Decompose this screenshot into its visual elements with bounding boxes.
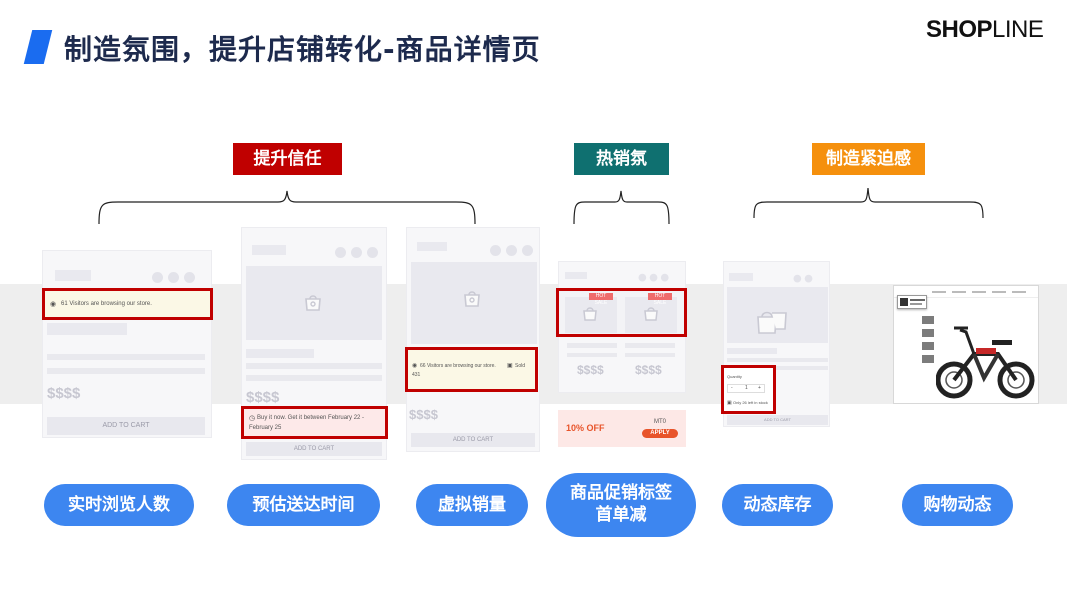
mockup-virtual-sales: $$$$ ADD TO CART — [406, 227, 540, 452]
thumbnail-column — [922, 316, 934, 368]
mock-line — [246, 375, 382, 381]
logo-part-line: LINE — [992, 16, 1044, 43]
electric-bike-image — [936, 326, 1035, 399]
mock-text-placeholder — [47, 323, 127, 335]
feature-dynamic-stock-button[interactable]: 动态库存 — [722, 484, 833, 526]
qty-plus-button[interactable]: + — [758, 385, 761, 391]
mock-line — [47, 354, 205, 360]
delivery-text-line2: February 25 — [249, 425, 282, 431]
visitors-text: 61 Visitors are browsing our store. — [61, 301, 152, 307]
mockup-shopping-activity — [893, 285, 1039, 404]
hot-sale-tag: HOT SALE — [589, 293, 613, 306]
mock-nav-links — [932, 291, 1032, 293]
qty-minus-button[interactable]: - — [731, 385, 733, 391]
mock-line — [727, 366, 828, 370]
eye-icon: ◉ — [50, 301, 57, 308]
brace-trust — [98, 190, 476, 225]
mock-price: $$$$ — [635, 363, 662, 377]
highlight-virtual-sales: ◉ 66 Visitors are browsing our store. ▣ … — [405, 347, 538, 392]
clock-icon: ◷ — [249, 415, 256, 422]
shopping-bag-icon — [644, 307, 658, 321]
category-urgency-label: 制造紧迫感 — [812, 143, 925, 175]
logo-part-shop: SHOP — [926, 16, 993, 43]
feature-promo-line2: 首单减 — [595, 505, 647, 525]
add-to-cart-button[interactable]: ADD TO CART — [411, 433, 535, 447]
mock-window-dots — [330, 243, 378, 262]
feature-virtual-sales-button[interactable]: 虚拟销量 — [416, 484, 528, 526]
highlight-dynamic-stock: Quantity - 1 + ▣ Only 26 left in stock — [721, 365, 776, 414]
mock-line — [567, 343, 617, 348]
mock-window-dots — [485, 241, 533, 260]
highlight-delivery: ◷ Buy it now. Get it between February 22… — [241, 406, 388, 439]
shopping-bag-icon — [757, 311, 787, 334]
promo-percent: 10% OFF — [566, 423, 605, 433]
add-to-cart-button[interactable]: ADD TO CART — [47, 417, 205, 435]
brace-hot — [573, 190, 670, 225]
mock-text-placeholder — [246, 349, 314, 358]
mock-title-placeholder — [729, 273, 753, 281]
feature-promo-line1: 商品促销标签 — [570, 483, 672, 503]
mock-line — [567, 353, 617, 357]
mock-price: $$$$ — [409, 407, 438, 422]
qty-value: 1 — [745, 385, 748, 391]
hot-sale-tag: HOT SALE — [648, 293, 672, 306]
mock-line — [246, 363, 382, 369]
mock-line — [625, 343, 675, 348]
mock-price: $$$$ — [47, 385, 81, 402]
feature-realtime-visitors-button[interactable]: 实时浏览人数 — [44, 484, 194, 526]
shopping-bag-icon — [464, 291, 480, 307]
stock-text: Only 26 left in stock — [733, 400, 768, 405]
promo-code: MT0 — [654, 419, 666, 425]
activity-popup-icon — [897, 295, 927, 309]
delivery-text-line1: Buy it now. Get it between February 22 - — [257, 415, 365, 421]
mock-title-placeholder — [417, 242, 447, 251]
virtual-visitors-text: 66 Visitors are browsing our store. — [420, 363, 496, 369]
category-hot-label: 热销氛围 — [574, 143, 669, 201]
mock-window-dots — [147, 268, 195, 287]
mock-title-placeholder — [55, 270, 91, 281]
mock-price: $$$$ — [577, 363, 604, 377]
shopline-logo: SHOPLINE — [926, 16, 1044, 44]
shopping-bag-icon — [305, 295, 321, 311]
add-to-cart-button[interactable]: ADD TO CART — [727, 415, 828, 425]
mock-text-placeholder — [727, 348, 777, 354]
page-title: 制造氛围，提升店铺转化-商品详情页 — [64, 33, 541, 66]
mock-window-dots — [635, 271, 669, 284]
quantity-label: Quantity — [727, 374, 742, 379]
feature-estimated-delivery-button[interactable]: 预估送达时间 — [227, 484, 380, 526]
mock-title-placeholder — [252, 245, 286, 255]
feature-promo-tags-button[interactable]: 商品促销标签 首单减 — [546, 473, 696, 537]
mock-line — [625, 353, 675, 357]
eye-icon: ◉ — [412, 363, 418, 369]
brace-urgency — [753, 187, 984, 219]
mock-price: $$$$ — [246, 389, 280, 406]
apply-button[interactable]: APPLY — [642, 429, 678, 438]
bag-icon: ▣ — [507, 363, 513, 369]
add-to-cart-button[interactable]: ADD TO CART — [246, 442, 382, 456]
shopping-bag-icon — [583, 307, 597, 321]
stock-icon: ▣ — [727, 400, 732, 406]
category-trust-label: 提升信任 — [233, 143, 342, 175]
mockup-realtime-visitors: $$$$ ADD TO CART — [42, 250, 212, 438]
mock-line — [727, 358, 828, 362]
feature-shopping-activity-button[interactable]: 购物动态 — [902, 484, 1013, 526]
title-accent-bar — [23, 30, 53, 64]
promo-coupon: 10% OFF MT0 APPLY — [558, 410, 686, 447]
sold-count: 431 — [412, 372, 421, 378]
highlight-visitors: ◉ 61 Visitors are browsing our store. — [42, 288, 213, 320]
quantity-stepper[interactable]: - 1 + — [727, 384, 765, 393]
sold-label: Sold — [515, 363, 526, 369]
mock-title-placeholder — [565, 272, 587, 279]
highlight-promo-tags: HOT SALE HOT SALE — [556, 288, 687, 337]
mock-line — [47, 368, 205, 374]
